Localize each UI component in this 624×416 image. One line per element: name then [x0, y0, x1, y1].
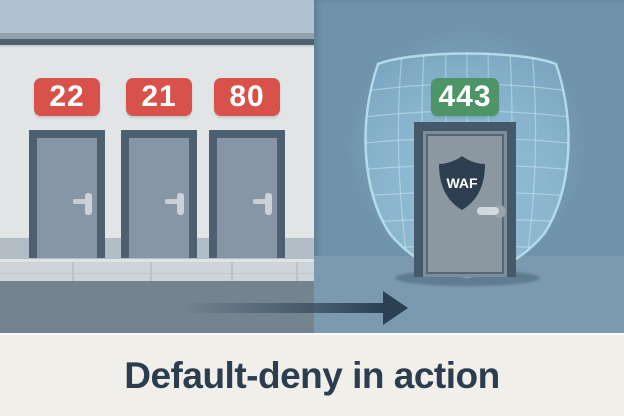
- door-port-80: [209, 130, 285, 258]
- sky-band: [0, 0, 314, 33]
- caption-bar: Default-deny in action: [0, 333, 624, 416]
- waf-shield-icon: WAF: [439, 156, 485, 210]
- door-handle-icon: [72, 193, 92, 215]
- port-badge-443: 443: [431, 78, 499, 116]
- door-handle-icon: [252, 193, 272, 215]
- exposed-ports-panel: 22 21 80: [0, 0, 314, 333]
- port-badge-21: 21: [126, 78, 192, 116]
- door-handle-icon: [164, 193, 184, 215]
- waf-label: WAF: [446, 175, 478, 191]
- scene: 22 21 80: [0, 0, 624, 333]
- flow-arrow-icon: [182, 291, 408, 325]
- roof-fascia: [0, 33, 314, 47]
- door-port-22: [29, 130, 105, 258]
- port-badge-80: 80: [214, 78, 280, 116]
- sidewalk: [0, 259, 314, 281]
- protected-port-panel: WAF 443: [314, 0, 624, 333]
- caption-text: Default-deny in action: [124, 354, 500, 396]
- port-badge-22: 22: [34, 78, 100, 116]
- door-port-443: WAF: [414, 122, 516, 277]
- door-handle-icon: [477, 207, 499, 215]
- door-port-21: [121, 130, 197, 258]
